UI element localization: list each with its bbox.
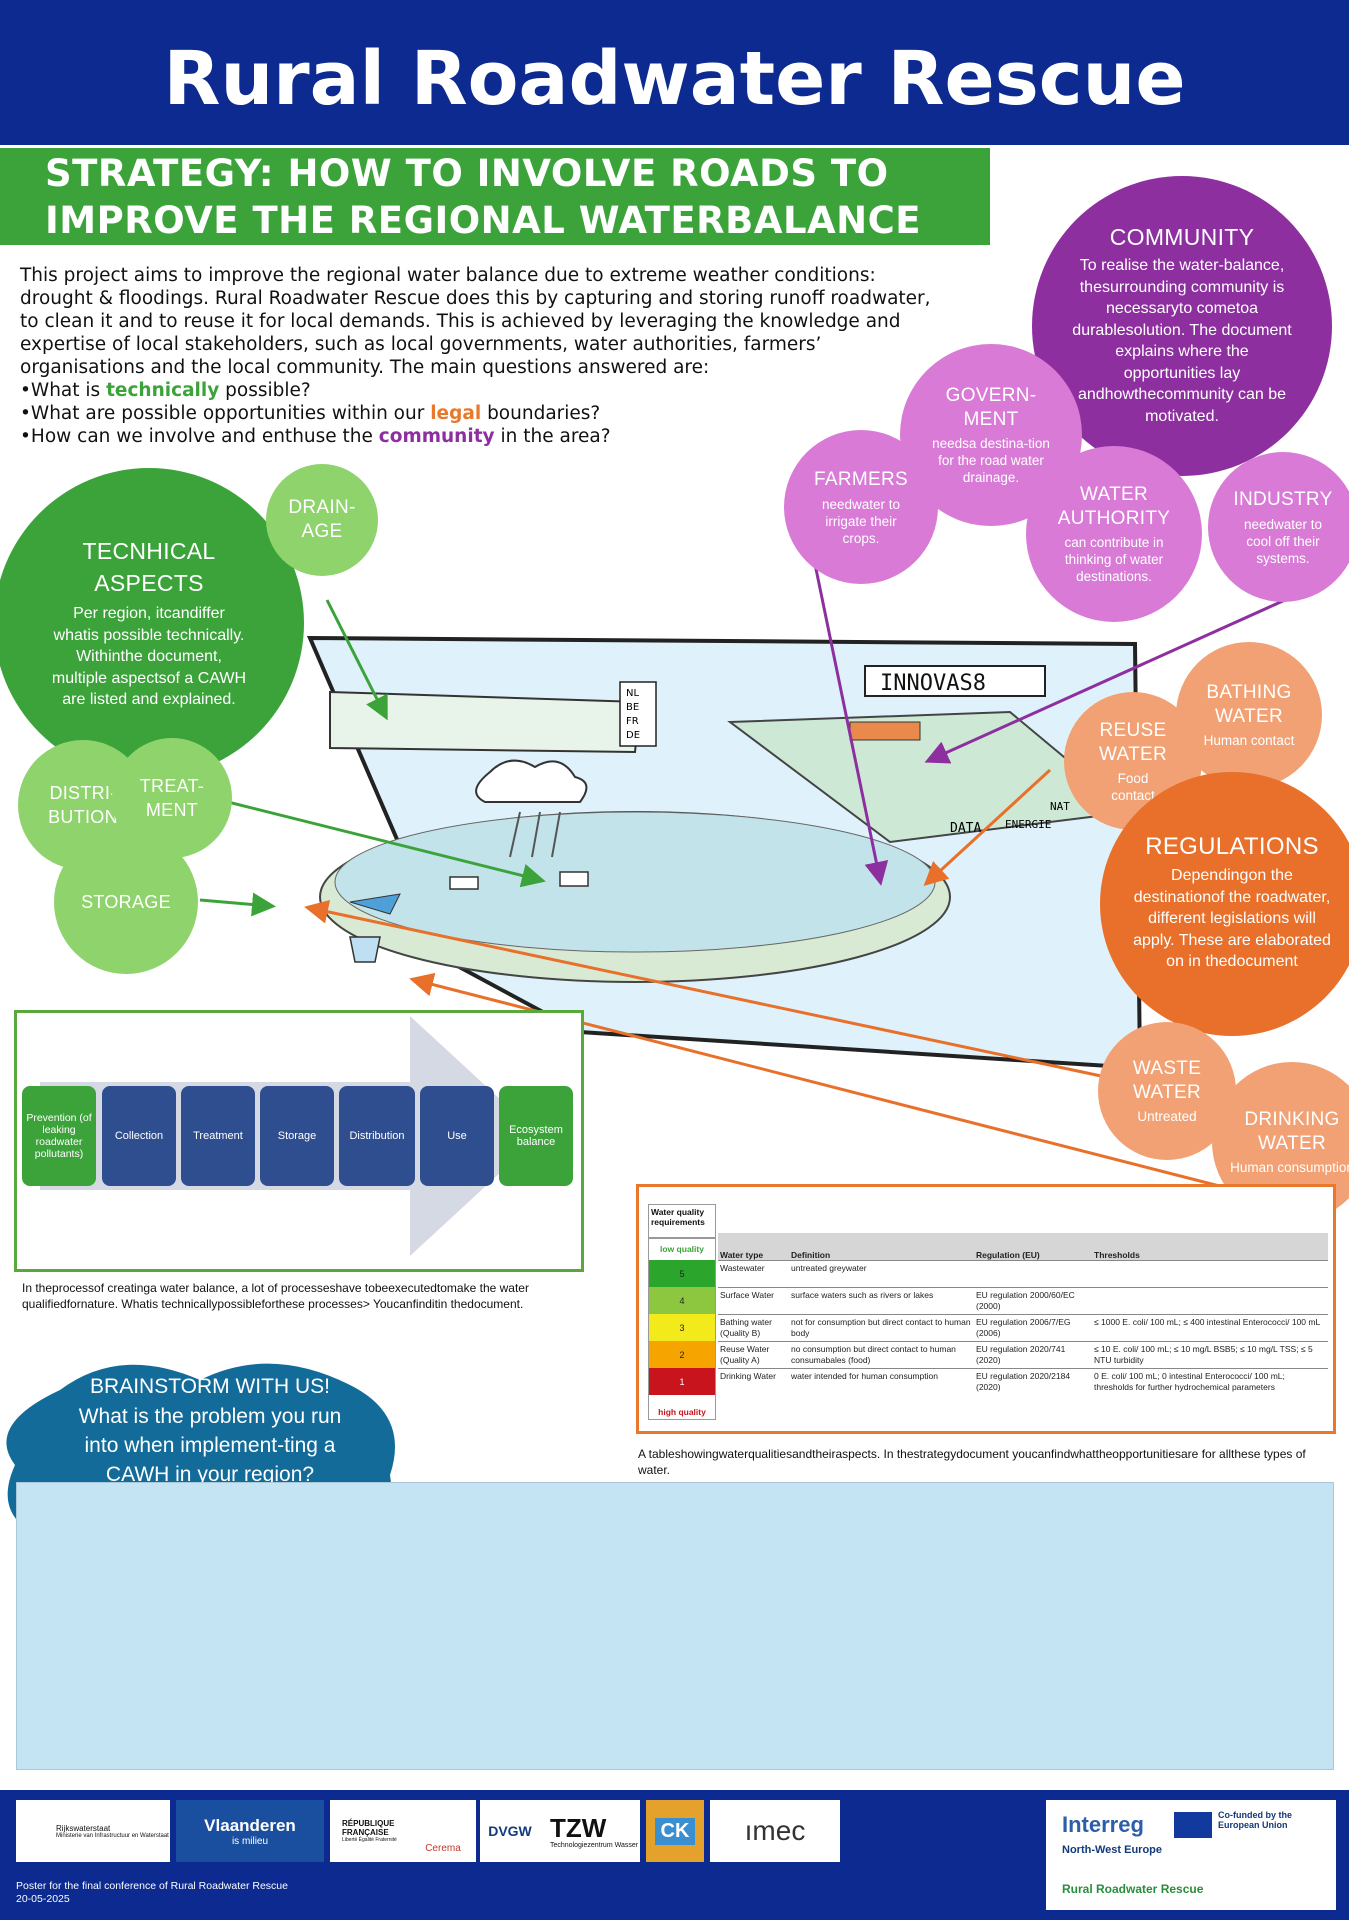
wq-row-divider <box>718 1287 1328 1314</box>
wq-level-swatch: 2 <box>649 1341 715 1368</box>
wq-cell-definition: not for consumption but direct contact t… <box>791 1317 971 1338</box>
process-step-collection: Collection <box>102 1086 176 1186</box>
process-caption: In theprocessof creatinga water balance,… <box>22 1281 529 1311</box>
logo-republique-francaise: RÉPUBLIQUE FRANÇAISE Liberté Égalité Fra… <box>330 1800 410 1862</box>
wq-scale <box>648 1238 716 1420</box>
process-step-ecosystem: Ecosystem balance <box>499 1086 573 1186</box>
wq-cell-regulation: EU regulation 2020/741 (2020) <box>976 1344 1066 1365</box>
brainstorm-text: BRAINSTORM WITH US! What is the problem … <box>60 1372 360 1489</box>
wq-row-divider <box>718 1260 1328 1287</box>
wq-cell-definition: surface waters such as rivers or lakes <box>791 1290 934 1300</box>
circle-regulations: REGULATIONS Dependingon the destinationo… <box>1100 772 1349 1036</box>
wq-cell-thresholds: ≤ 1000 E. coli/ 100 mL; ≤ 400 intestinal… <box>1094 1317 1321 1327</box>
poster-title: Rural Roadwater Rescue <box>163 36 1186 122</box>
circle-storage: STORAGE <box>54 830 198 974</box>
process-step-treatment: Treatment <box>181 1086 255 1186</box>
wq-header-row <box>718 1233 1328 1260</box>
innovas-sign: INNOVAS8 <box>880 671 986 696</box>
wq-row-divider <box>718 1341 1328 1368</box>
wq-title: Water quality requirements <box>648 1204 716 1238</box>
wq-cell-type: Surface Water <box>720 1290 775 1300</box>
header-bar <box>0 0 1349 145</box>
wq-header-type: Water type <box>720 1250 764 1260</box>
water-quality-table <box>636 1184 1336 1434</box>
wq-header-definition: Definition <box>791 1250 831 1260</box>
strategy-banner: STRATEGY: HOW TO INVOLVE ROADS TO IMPROV… <box>0 148 990 245</box>
process-step-use: Use <box>420 1086 494 1186</box>
logo-ck: CK <box>646 1800 704 1862</box>
circle-community: COMMUNITY To realise the water-balance, … <box>1032 176 1332 476</box>
logo-interreg: Interreg Co-funded by the European Union… <box>1046 1800 1336 1910</box>
process-step-storage: Storage <box>260 1086 334 1186</box>
energy-label: ENERGIE <box>1005 818 1051 831</box>
wq-low-label: low quality <box>660 1244 704 1254</box>
process-step-prevention: Prevention (of leaking roadwater polluta… <box>22 1086 96 1186</box>
eu-flag-icon <box>1174 1812 1212 1838</box>
wq-cell-definition: water intended for human consumption <box>791 1371 938 1381</box>
nat-label: NAT <box>1050 800 1070 813</box>
wq-cell-type: Reuse Water (Quality A) <box>720 1344 770 1365</box>
wq-cell-regulation: EU regulation 2006/7/EG (2006) <box>976 1317 1071 1338</box>
brainstorm-question: What is the problem you run into when im… <box>78 1405 342 1486</box>
footer-note-line-1: Poster for the final conference of Rural… <box>16 1880 288 1892</box>
question-3: •How can we involve and enthuse the comm… <box>20 426 611 447</box>
logo-rijkswaterstaat: Rijkswaterstaat Ministerie van Infrastru… <box>16 1800 170 1862</box>
wq-cell-definition: no consumption but direct contact to hum… <box>791 1344 956 1365</box>
keyword-legal: legal <box>430 403 482 424</box>
question-1: •What is technically possible? <box>20 380 311 401</box>
flag-fr: FR <box>626 716 639 727</box>
wq-cell-thresholds: 0 E. coli/ 100 mL; 0 intestinal Enteroco… <box>1094 1371 1285 1392</box>
footer-note: Poster for the final conference of Rural… <box>16 1880 288 1906</box>
question-2: •What are possible opportunities within … <box>20 403 601 424</box>
wq-cell-thresholds: ≤ 10 E. coli/ 100 mL; ≤ 10 mg/L BSB5; ≤ … <box>1094 1344 1313 1365</box>
intro-text: This project aims to improve the regiona… <box>20 264 945 448</box>
data-label: DATA <box>950 821 981 836</box>
circle-drainage: DRAIN- AGE <box>266 464 378 576</box>
wq-cell-type: Wastewater <box>720 1263 765 1273</box>
wq-level-swatch: 1 <box>649 1368 715 1395</box>
keyword-technically: technically <box>106 380 220 401</box>
circle-farmers: FARMERS needwater to irrigate their crop… <box>784 430 938 584</box>
logo-imec: ımec <box>710 1800 840 1862</box>
footer-note-date: 20-05-2025 <box>16 1893 70 1905</box>
logo-dvgw: DVGW <box>480 1800 540 1862</box>
circle-technical-aspects: TECNHICAL ASPECTS Per region, itcandiffe… <box>0 468 304 778</box>
wq-header-regulation: Regulation (EU) <box>976 1250 1040 1260</box>
wq-row-divider <box>718 1368 1328 1395</box>
logo-tzw: TZW Technologiezentrum Wasser <box>540 1800 640 1862</box>
wq-level-swatch: 4 <box>649 1287 715 1314</box>
brainstorm-answer-area[interactable] <box>16 1482 1334 1770</box>
road-water-illustration: INNOVAS8 NL BE FR DE DATA ENERGIE NAT <box>306 635 1143 1071</box>
wq-cell-definition: untreated greywater <box>791 1263 867 1273</box>
wq-level-swatch: 3 <box>649 1314 715 1341</box>
circle-industry: INDUSTRY needwater to cool off their sys… <box>1208 452 1349 602</box>
flag-de: DE <box>626 730 640 741</box>
keyword-community: community <box>378 426 495 447</box>
flag-nl: NL <box>626 688 639 699</box>
wq-cell-regulation: EU regulation 2000/60/EC (2000) <box>976 1290 1075 1311</box>
intro-paragraph: This project aims to improve the regiona… <box>20 265 931 378</box>
circle-water-authority: WATER AUTHORITY can contribute in thinki… <box>1026 446 1202 622</box>
wq-row-divider <box>718 1314 1328 1341</box>
flag-be: BE <box>626 702 639 713</box>
strategy-line-2: IMPROVE THE REGIONAL WATERBALANCE <box>45 199 922 242</box>
logo-vlaanderen: Vlaanderen is milieu <box>176 1800 324 1862</box>
wq-cell-type: Bathing water (Quality B) <box>720 1317 772 1338</box>
wq-cell-type: Drinking Water <box>720 1371 776 1381</box>
brainstorm-title: BRAINSTORM WITH US! <box>90 1375 330 1398</box>
strategy-line-1: STRATEGY: HOW TO INVOLVE ROADS TO <box>45 152 889 195</box>
logo-cerema: Cerema <box>410 1800 476 1862</box>
wq-high-label: high quality <box>658 1407 706 1417</box>
wq-caption: A tableshowingwaterqualitiesandtheiraspe… <box>638 1447 1306 1477</box>
wq-cell-regulation: EU regulation 2020/2184 (2020) <box>976 1371 1071 1392</box>
wq-header-thresholds: Thresholds <box>1094 1250 1140 1260</box>
process-step-distribution: Distribution <box>339 1086 415 1186</box>
wq-level-swatch: 5 <box>649 1260 715 1287</box>
